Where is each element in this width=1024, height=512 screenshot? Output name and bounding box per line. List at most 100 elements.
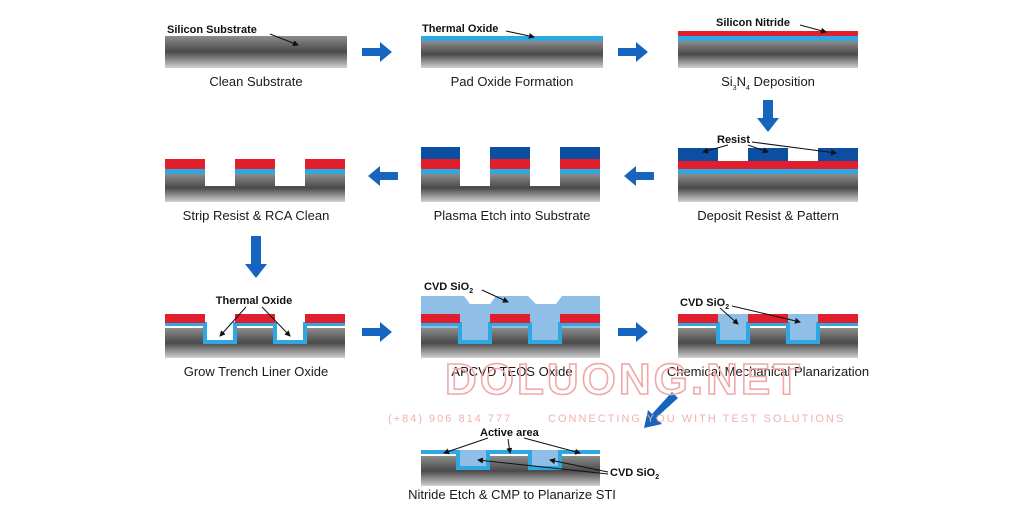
step-caption: Chemical Mechanical Planarization [667,364,869,379]
silicon-substrate-trenched [421,456,600,486]
silicon-substrate-layer [421,41,603,68]
silicon-nitride-block [748,314,788,323]
silicon-nitride-block [235,314,275,323]
silicon-substrate-trenched [421,174,600,202]
step-clean-substrate: Silicon Substrate Clean Substrate [165,24,347,89]
silicon-nitride-block [818,314,858,323]
step-nitride-etch-cmp: Active area CVD SiO2 Nitride Etch & CMP … [408,427,659,502]
step-pad-oxide-formation: Thermal Oxide Pad Oxide Formation [421,23,603,89]
thermal-oxide-pointer [261,306,291,337]
flow-arrow-right [362,42,392,62]
silicon-nitride-layer [678,161,858,169]
thermal-oxide-liner [678,322,858,344]
step-caption: Clean Substrate [209,74,302,89]
resist-label: Resist [717,134,750,146]
thermal-oxide-layer [678,36,858,41]
cvd-sio2-pointer [731,305,801,324]
flow-arrow-down [757,100,779,132]
step-caption: Si3N4 Deposition [721,74,815,92]
watermark: DOLUONG.NET (+84) 906 814 777 CONNECTING… [388,354,845,425]
cvd-sio2-pointer [719,307,739,325]
step-caption: Deposit Resist & Pattern [697,208,839,223]
step-apcvd-teos-oxide: CVD SiO2 APCVD TEOS Oxide [421,281,600,379]
silicon-nitride-block [305,314,345,323]
flow-arrow-left [368,166,398,186]
thermal-oxide-pointer [505,30,535,39]
silicon-nitride-layer [678,31,858,36]
flow-arrow-diagonal [644,392,678,428]
watermark-brand: DOLUONG.NET [445,355,803,404]
step-plasma-etch: Plasma Etch into Substrate [421,147,600,223]
step-chemical-mechanical-planarization: CVD SiO2 Chemical Mechanical Planarizati… [667,297,869,379]
thermal-oxide-liner [421,322,600,344]
resist-block [748,148,788,161]
silicon-nitride-block [678,314,718,323]
mesa-stack [560,147,600,174]
thermal-oxide-label: Thermal Oxide [422,23,498,35]
active-area-pointer [443,437,489,455]
mesa-stack [490,147,530,174]
silicon-substrate-pointer [269,33,299,46]
step-deposit-resist-pattern: Resist Deposit Resist & Pattern [678,134,858,223]
watermark-tagline: CONNECTING YOU WITH TEST SOLUTIONS [548,413,845,425]
flow-arrow-right [362,322,392,342]
cvd-oxide-blanket [421,296,600,330]
silicon-substrate-layer [678,41,858,68]
resist-pointer [751,141,837,156]
silicon-substrate-trenched [678,328,858,358]
silicon-substrate-trenched [165,328,345,358]
step-caption: APCVD TEOS Oxide [451,364,572,379]
active-area-pointer [523,437,581,455]
cvd-oxide-trench-fill [718,314,818,342]
step-grow-trench-liner-oxide: Thermal Oxide Grow Trench Liner Oxide [165,295,345,379]
flow-arrow-right [618,42,648,62]
cvd-sio2-label: CVD SiO2 [424,281,473,295]
mesa-stack [421,147,460,174]
step-caption: Nitride Etch & CMP to Planarize STI [408,487,616,502]
flow-arrow-down [245,236,267,278]
silicon-substrate-trenched [421,328,600,358]
silicon-nitride-label: Silicon Nitride [716,17,790,29]
cvd-sio2-label: CVD SiO2 [610,467,659,481]
flow-arrow-right [618,322,648,342]
mesa-stack [235,159,275,174]
cvd-sio2-pointer [477,457,609,475]
silicon-nitride-block [421,314,460,323]
cvd-sio2-pointer [481,289,509,303]
resist-pointer [747,144,769,154]
step-nitride-deposition: Silicon Nitride Si3N4 Deposition [678,17,858,92]
silicon-nitride-block [165,314,205,323]
thermal-oxide-pointer [219,306,247,337]
active-area-pointer [506,438,513,454]
cvd-sio2-label: CVD SiO2 [680,297,729,311]
resist-block [818,148,858,161]
silicon-nitride-block [560,314,600,323]
watermark-phone: (+84) 906 814 777 [388,413,512,425]
resist-pointer [702,144,729,154]
thermal-oxide-label: Thermal Oxide [216,295,292,307]
flow-arrow-left [624,166,654,186]
step-caption: Grow Trench Liner Oxide [184,364,329,379]
step-caption: Strip Resist & RCA Clean [183,208,330,223]
mesa-stack [305,159,345,174]
thermal-oxide-layer [421,36,603,41]
step-strip-resist-rca-clean: Strip Resist & RCA Clean [165,159,345,223]
silicon-nitride-block [490,314,530,323]
mesa-stack [165,159,205,174]
cvd-sio2-pointer [549,458,609,473]
cvd-oxide-trench-fill [462,322,558,340]
silicon-substrate-label: Silicon Substrate [167,24,257,36]
silicon-substrate-layer [678,174,858,202]
flow-arrows [245,42,779,428]
silicon-substrate-layer [165,36,347,68]
cvd-oxide-trench-fill [458,450,560,468]
thermal-oxide-liner [165,322,345,344]
active-area-label: Active area [480,427,540,439]
silicon-nitride-pointer [799,24,827,34]
silicon-substrate-trenched [165,174,345,202]
step-caption: Pad Oxide Formation [451,74,574,89]
thermal-oxide-layer [678,169,858,174]
step-caption: Plasma Etch into Substrate [434,208,591,223]
